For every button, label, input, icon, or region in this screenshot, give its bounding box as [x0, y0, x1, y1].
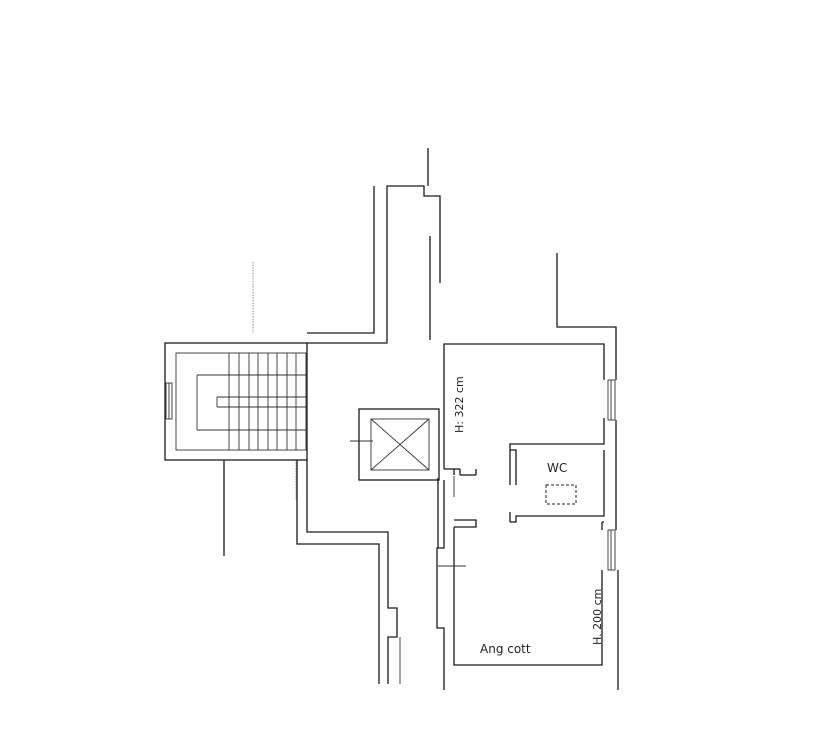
elevator: [350, 408, 440, 481]
height-label-lower: H. 200 cm: [591, 589, 604, 645]
apartment-walls: [438, 343, 605, 666]
wc-fixture: [545, 484, 577, 505]
room-label-wc: WC: [547, 461, 567, 475]
staircase: [164, 342, 308, 461]
corridor-walls: [296, 148, 445, 690]
room-label-ang-cott: Ang cott: [480, 642, 531, 656]
height-label-upper: H: 322 cm: [453, 376, 466, 433]
exterior-right: [556, 253, 619, 690]
